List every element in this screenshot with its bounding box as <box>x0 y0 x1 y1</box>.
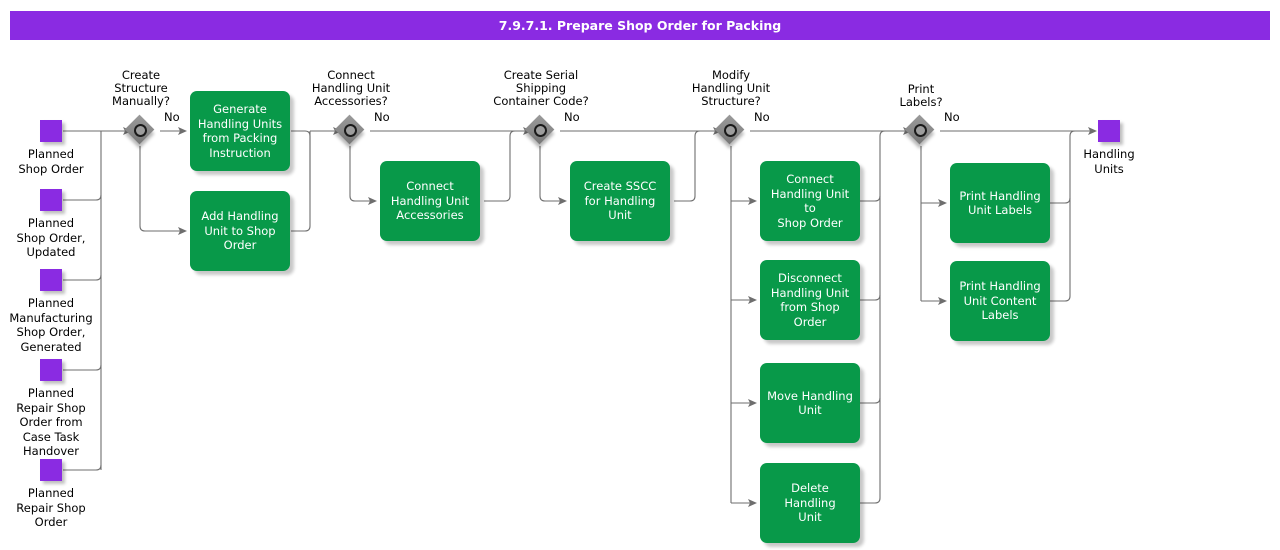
data-node-icon <box>40 189 62 211</box>
node-label: Planned Manufacturing Shop Order, Genera… <box>9 296 93 354</box>
activity-generate-handling-units-from-packing-instruction[interactable]: Generate Handling Units from Packing Ins… <box>190 91 290 171</box>
activity-connect-handling-unit-accessories[interactable]: Connect Handling Unit Accessories <box>380 161 480 241</box>
branch-label-no: No <box>564 110 580 124</box>
node-label: Planned Shop Order <box>18 147 84 176</box>
node-handling-units[interactable]: Handling Units <box>1083 120 1135 176</box>
decision-connect-handling-unit-accessories[interactable]: Connect Handling Unit Accessories? No <box>312 69 390 146</box>
decision-circle-icon <box>534 124 547 137</box>
decision-modify-handling-unit-structure[interactable]: Modify Handling Unit Structure? No <box>692 69 770 146</box>
decision-print-labels[interactable]: Print Labels? No <box>899 83 960 146</box>
decision-label: Connect Handling Unit Accessories? <box>311 68 391 108</box>
page-title-bar: 7.9.7.1. Prepare Shop Order for Packing <box>10 11 1270 40</box>
activity-add-handling-unit-to-shop-order[interactable]: Add Handling Unit to Shop Order <box>190 191 290 271</box>
data-node-icon <box>40 269 62 291</box>
node-label: Planned Shop Order, Updated <box>16 216 86 259</box>
decision-create-structure-manually[interactable]: Create Structure Manually? No <box>112 69 180 146</box>
decision-circle-icon <box>134 124 147 137</box>
node-planned-repair-shop-order-from-case-task-handover[interactable]: Planned Repair Shop Order from Case Task… <box>16 359 86 458</box>
decision-label: Create Structure Manually? <box>112 68 170 108</box>
decision-label: Create Serial Shipping Container Code? <box>493 68 589 108</box>
activity-create-sscc-for-handling-unit[interactable]: Create SSCC for Handling Unit <box>570 161 670 241</box>
branch-label-no: No <box>754 110 770 124</box>
node-planned-manufacturing-shop-order-generated[interactable]: Planned Manufacturing Shop Order, Genera… <box>9 269 93 354</box>
decision-circle-icon <box>914 124 927 137</box>
data-node-icon <box>40 459 62 481</box>
decision-circle-icon <box>724 124 737 137</box>
data-node-icon <box>40 359 62 381</box>
activity-print-handling-unit-content-labels[interactable]: Print Handling Unit Content Labels <box>950 261 1050 341</box>
node-planned-shop-order-updated[interactable]: Planned Shop Order, Updated <box>17 189 85 259</box>
decision-circle-icon <box>344 124 357 137</box>
branch-label-no: No <box>164 110 180 124</box>
branch-label-no: No <box>944 110 960 124</box>
decision-create-serial-shipping-container-code[interactable]: Create Serial Shipping Container Code? N… <box>493 69 589 146</box>
data-node-icon <box>1098 120 1120 142</box>
data-node-icon <box>40 120 62 142</box>
node-planned-shop-order[interactable]: Planned Shop Order <box>18 120 84 176</box>
decision-label: Modify Handling Unit Structure? <box>691 68 771 108</box>
node-label: Planned Repair Shop Order <box>16 486 86 529</box>
activity-move-handling-unit[interactable]: Move Handling Unit <box>760 363 860 443</box>
branch-label-no: No <box>374 110 390 124</box>
node-label: Planned Repair Shop Order from Case Task… <box>16 386 86 458</box>
activity-disconnect-handling-unit-from-shop-order[interactable]: Disconnect Handling Unit from Shop Order <box>760 260 860 340</box>
node-label: Handling Units <box>1083 147 1135 176</box>
page-title: 7.9.7.1. Prepare Shop Order for Packing <box>498 18 782 33</box>
activity-delete-handling-unit[interactable]: Delete Handling Unit <box>760 463 860 543</box>
activity-connect-handling-unit-to-shop-order[interactable]: Connect Handling Unit to Shop Order <box>760 161 860 241</box>
activity-print-handling-unit-labels[interactable]: Print Handling Unit Labels <box>950 163 1050 243</box>
node-planned-repair-shop-order[interactable]: Planned Repair Shop Order <box>16 459 86 529</box>
decision-label: Print Labels? <box>899 82 943 109</box>
